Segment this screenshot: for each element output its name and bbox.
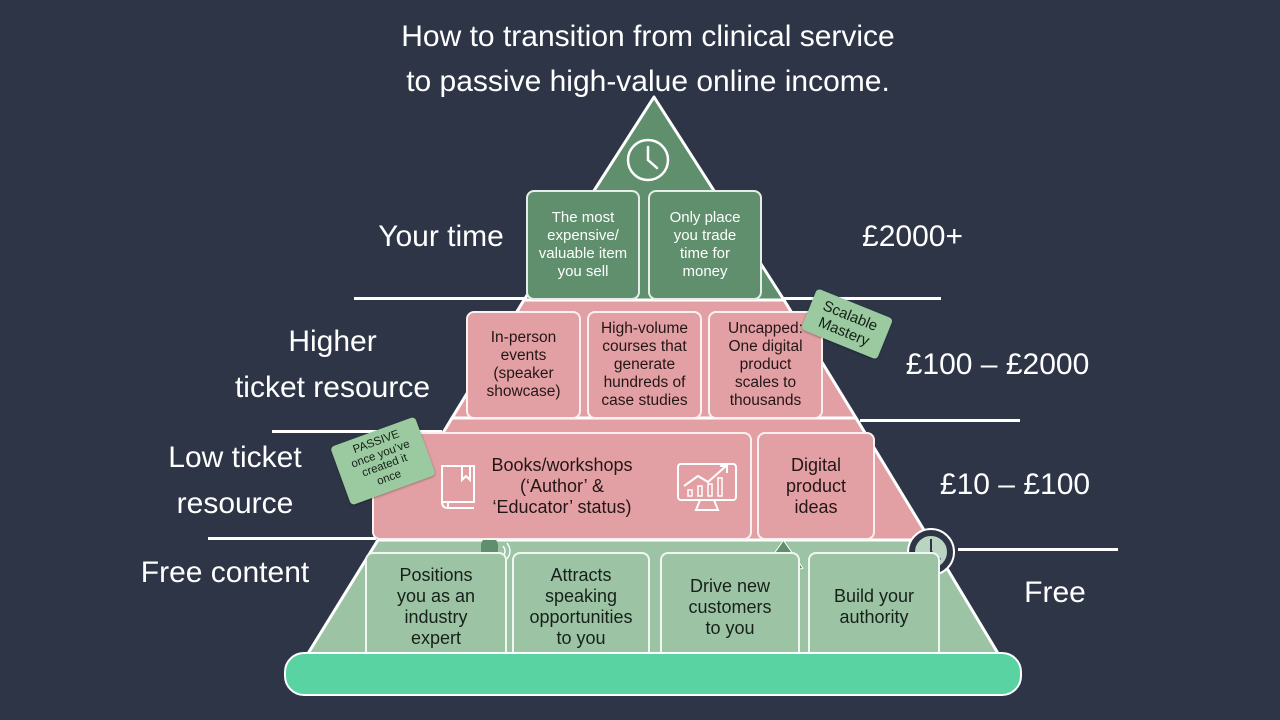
- low-item-books-workshops: Books/workshops (‘Author’ & ‘Educator’ s…: [372, 432, 752, 540]
- item-text: Only place you trade time for money: [669, 209, 741, 280]
- price-label-low: £10 – £100: [939, 468, 1091, 501]
- item-text: Uncapped: One digital product scales to …: [728, 320, 803, 409]
- higher-item-courses: High-volume courses that generate hundre…: [587, 311, 702, 419]
- item-text: Digital product ideas: [785, 454, 847, 517]
- tier-label-line: ticket resource: [234, 371, 431, 404]
- item-text: Books/workshops: [491, 454, 633, 475]
- growth-chart-monitor-icon: [676, 456, 738, 521]
- tier-label-low-ticket: Low ticket resource: [140, 435, 330, 527]
- tier-label-your-time: Your time: [378, 220, 504, 253]
- tier-label-line: Higher: [288, 325, 377, 358]
- clock-icon: [626, 138, 670, 182]
- free-item-new-customers: Drive new customers to you: [660, 552, 800, 662]
- price-label-free: Free: [1024, 576, 1086, 609]
- tier-label-line: resource: [176, 487, 294, 520]
- divider-3-right: [958, 548, 1118, 551]
- divider-2-right: [860, 419, 1020, 422]
- item-text: The most expensive/ valuable item you se…: [538, 209, 628, 280]
- title-line-1: How to transition from clinical service: [401, 20, 895, 53]
- item-text: Positions you as an industry expert: [396, 565, 476, 648]
- free-item-industry-expert: Positions you as an industry expert: [365, 552, 507, 662]
- divider-2-left: [272, 430, 442, 433]
- item-text: Build your authority: [833, 586, 915, 627]
- divider-1-right: [784, 297, 941, 300]
- books-text: Books/workshops (‘Author’ & ‘Educator’ s…: [491, 455, 632, 518]
- price-label-top: £2000+: [862, 220, 963, 253]
- pyramid-base-bar: [284, 652, 1022, 696]
- item-text: High-volume courses that generate hundre…: [600, 320, 688, 409]
- free-item-authority: Build your authority: [808, 552, 940, 662]
- item-text: Attracts speaking opportunities to you: [529, 565, 633, 648]
- tier-label-higher-ticket: Higher ticket resource: [210, 319, 455, 411]
- divider-1-left: [354, 297, 524, 300]
- price-label-higher: £100 – £2000: [905, 348, 1090, 381]
- divider-3-left: [208, 537, 376, 540]
- tier-label-free-content: Free content: [140, 556, 310, 589]
- book-icon: [438, 462, 478, 517]
- top-item-most-expensive: The most expensive/ valuable item you se…: [526, 190, 640, 300]
- low-item-digital-product-ideas: Digital product ideas: [757, 432, 875, 540]
- item-text: Drive new customers to you: [688, 575, 772, 638]
- item-text: (‘Author’ &: [519, 475, 605, 496]
- tier-label-line: Low ticket: [168, 441, 302, 474]
- higher-item-in-person-events: In-person events (speaker showcase): [466, 311, 581, 419]
- item-text: In-person events (speaker showcase): [486, 329, 561, 400]
- item-text: ‘Educator’ status): [492, 496, 632, 517]
- free-item-speaking: Attracts speaking opportunities to you: [512, 552, 650, 662]
- top-item-trade-time: Only place you trade time for money: [648, 190, 762, 300]
- diagram-title: How to transition from clinical service …: [300, 14, 996, 104]
- title-line-2: to passive high-value online income.: [406, 65, 890, 98]
